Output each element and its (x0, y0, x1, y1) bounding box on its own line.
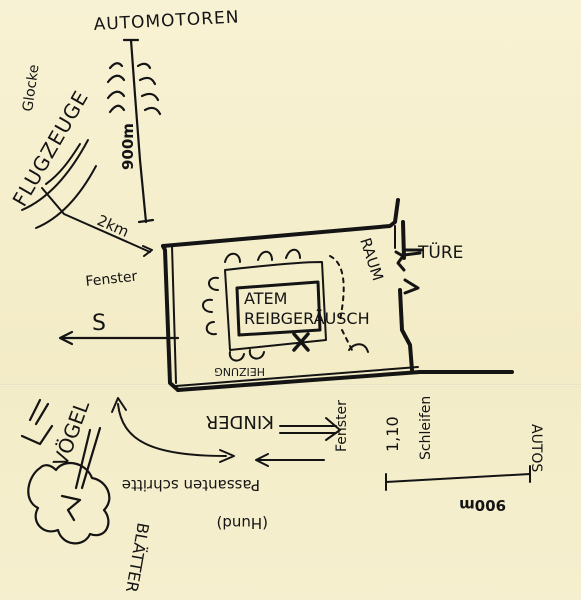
room-walls (161, 198, 514, 392)
label-atem: ATEM (244, 289, 287, 308)
south-arrow (58, 330, 180, 346)
passersby-arrow (255, 453, 325, 467)
door-opening (394, 248, 424, 295)
tree-drawing (20, 398, 111, 545)
label-kinder: KINDER (206, 411, 274, 432)
label-fenster-left: Fenster (85, 269, 139, 290)
distance-scale (385, 465, 531, 491)
label-raum: RAUM (356, 236, 387, 283)
label-glocke: Glocke (20, 64, 42, 113)
label-automotoren: AUTOMOTOREN (93, 7, 240, 35)
label-autos: AUTOS (528, 424, 544, 472)
label-s: S (92, 311, 106, 336)
x-position-marker (292, 332, 310, 352)
motor-source-line (106, 38, 162, 224)
label-900m-top: 900m (119, 123, 137, 170)
label-voegel: VÖGEL (48, 396, 94, 469)
label-passanten: Passanten schritte (122, 476, 260, 494)
room-furniture (202, 248, 369, 362)
label-hund: (Hund) (216, 514, 268, 532)
aircraft-sound-waves (21, 139, 153, 257)
label-tuere: TÜRE (417, 241, 463, 263)
children-arrow (279, 417, 341, 441)
paper-fold-line (0, 384, 581, 387)
label-blaetter: BLÄTTER (122, 521, 153, 594)
label-heizung: HEIZUNG (214, 365, 265, 378)
label-fenster-right: Fenster (334, 400, 350, 452)
label-reibgeraeusch: REIBGERÄUSCH (244, 309, 370, 328)
label-900m-bottom: 900m (459, 496, 506, 514)
birds-arrow (111, 397, 235, 463)
label-height-110: 1,10 (383, 416, 402, 452)
label-schleifen: Schleifen (418, 396, 434, 460)
